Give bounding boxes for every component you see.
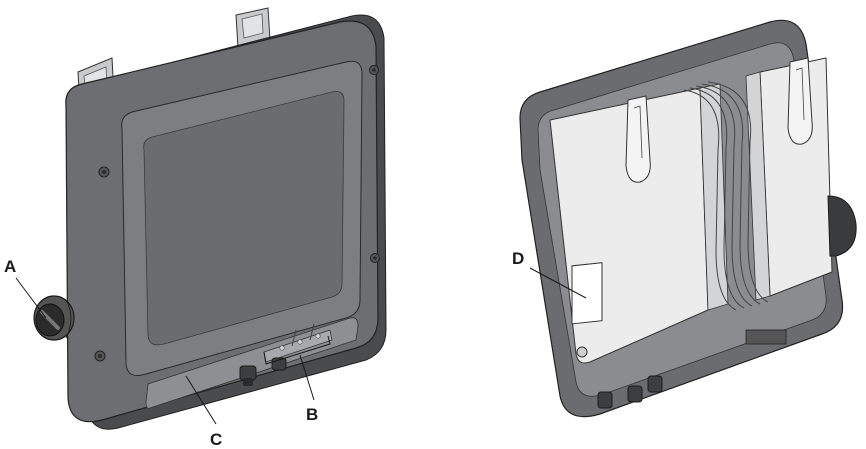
ribbon-cables (683, 81, 769, 311)
leader-a (15, 277, 47, 319)
hook-left (625, 95, 651, 183)
callout-a: A (4, 257, 16, 276)
leader-c (185, 375, 217, 425)
rear-view (519, 19, 857, 418)
leader-b-stem (299, 354, 315, 401)
hook-right (787, 57, 813, 145)
lid-screw-bottom-right (370, 253, 380, 263)
front-view (33, 7, 387, 430)
callout-b: B (306, 405, 318, 424)
rear-corner-screw (576, 346, 588, 358)
callout-lines (15, 267, 587, 425)
mounting-bracket-right (235, 7, 271, 49)
dc-switch (33, 295, 75, 341)
leader-b (263, 335, 331, 365)
led-indicators (263, 323, 333, 363)
lid-screw-top-right (369, 65, 379, 75)
rear-connectors (597, 329, 787, 409)
lid-screw-top-left (98, 166, 110, 178)
type-label (571, 262, 603, 325)
lid-screw-bottom-left (94, 350, 106, 362)
callout-c: C (210, 430, 222, 449)
leader-d (529, 267, 587, 299)
callout-d: D (512, 249, 524, 268)
rear-dc-switch (827, 195, 857, 257)
